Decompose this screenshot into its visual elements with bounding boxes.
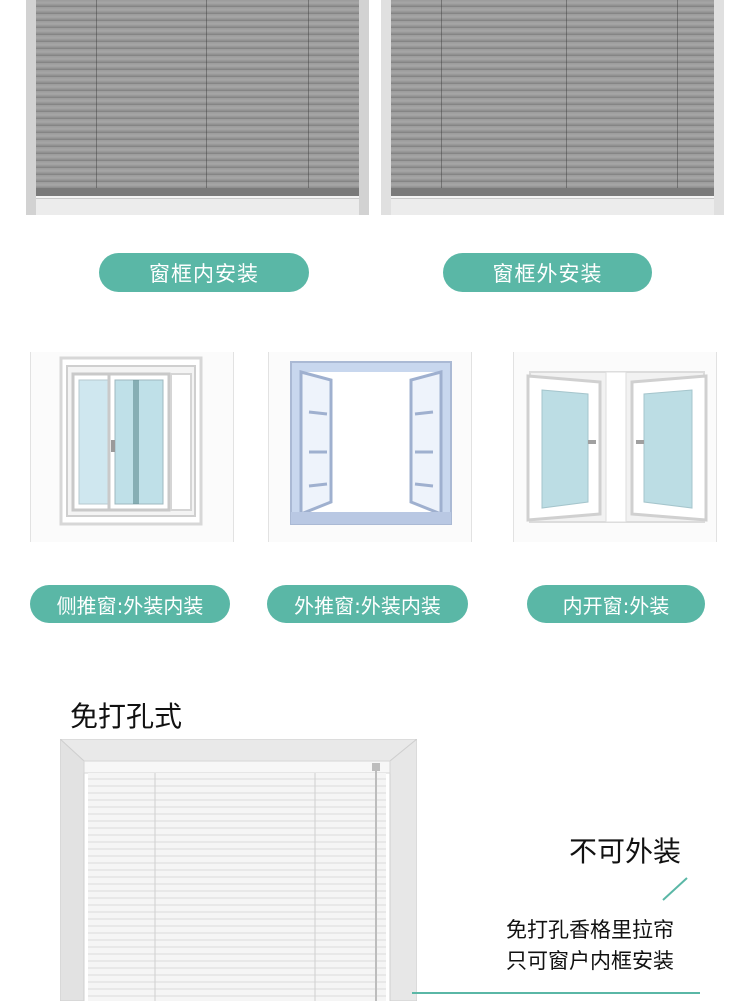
blind-cord	[206, 0, 207, 192]
blind-bottom-rail	[36, 188, 359, 196]
blind-photo-outside-install	[381, 0, 724, 215]
outward-window-label: 外推窗:外装内装	[294, 593, 441, 618]
inward-window-illustration	[513, 352, 717, 542]
blind-bottom-rail	[391, 188, 714, 196]
no-drill-desc-line1: 免打孔香格里拉帘	[506, 918, 674, 942]
blind-photo-inside-install	[26, 0, 369, 215]
sliding-window-illustration	[30, 352, 234, 542]
blind-cord	[441, 0, 442, 192]
blind-cord	[677, 0, 678, 192]
blind-cord	[96, 0, 97, 192]
blind-slats	[36, 0, 359, 192]
divider-slash	[662, 877, 688, 901]
window-sill	[36, 198, 359, 215]
blind-slats	[391, 0, 714, 192]
install-inside-label: 窗框内安装	[149, 261, 259, 286]
sliding-window-label: 侧推窗:外装内装	[56, 593, 204, 618]
install-inside-badge: 窗框内安装	[99, 253, 309, 292]
blind-cord	[308, 0, 309, 192]
blind-cord	[566, 0, 567, 192]
outward-window-badge: 外推窗:外装内装	[267, 585, 468, 623]
outward-window-illustration	[268, 352, 472, 542]
install-outside-label: 窗框外安装	[492, 261, 603, 286]
no-drill-blind-photo	[60, 739, 417, 1001]
accent-underline	[412, 992, 700, 994]
sliding-window-badge: 侧推窗:外装内装	[30, 585, 230, 623]
not-outside-install-text: 不可外装	[569, 835, 682, 868]
no-drill-desc-line2: 只可窗户内框安装	[506, 949, 674, 973]
inward-window-badge: 内开窗:外装	[527, 585, 705, 623]
no-drill-heading: 免打孔式	[70, 700, 183, 733]
window-sill	[391, 198, 714, 215]
install-outside-badge: 窗框外安装	[443, 253, 652, 292]
inward-window-label: 内开窗:外装	[562, 593, 670, 618]
